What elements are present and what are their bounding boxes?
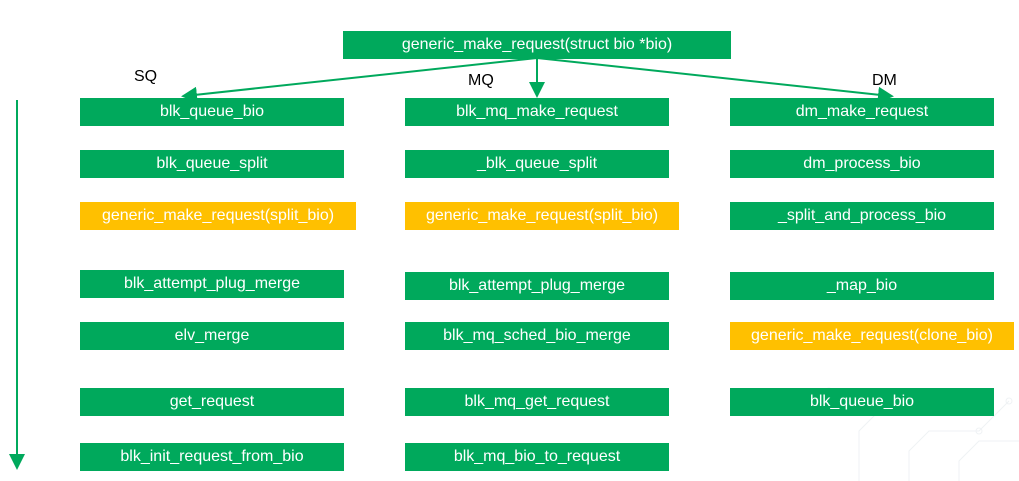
sq-step-1: blk_queue_bio [80, 98, 344, 126]
dm-step-4: _map_bio [730, 272, 994, 300]
dm-step-5: generic_make_request(clone_bio) [730, 322, 1014, 350]
mq-step-5: blk_mq_sched_bio_merge [405, 322, 669, 350]
mq-step-2: _blk_queue_split [405, 150, 669, 178]
sq-step-2: blk_queue_split [80, 150, 344, 178]
dm-step-3: _split_and_process_bio [730, 202, 994, 230]
label-sq: SQ [134, 68, 158, 85]
dm-step-1: dm_make_request [730, 98, 994, 126]
mq-step-1: blk_mq_make_request [405, 98, 669, 126]
mq-step-6: blk_mq_get_request [405, 388, 669, 416]
label-dm: DM [872, 72, 897, 89]
root-function-box: generic_make_request(struct bio *bio) [343, 31, 731, 59]
mq-step-7: blk_mq_bio_to_request [405, 443, 669, 471]
sq-step-4: blk_attempt_plug_merge [80, 270, 344, 298]
mq-step-3: generic_make_request(split_bio) [405, 202, 679, 230]
sq-step-5: elv_merge [80, 322, 344, 350]
mq-step-4: blk_attempt_plug_merge [405, 272, 669, 300]
arrow-to-sq [181, 57, 538, 103]
arrow-to-dm [536, 57, 894, 103]
dm-step-6: blk_queue_bio [730, 388, 994, 416]
label-mq: MQ [468, 72, 494, 89]
dm-step-2: dm_process_bio [730, 150, 994, 178]
sq-step-7: blk_init_request_from_bio [80, 443, 344, 471]
sq-step-3: generic_make_request(split_bio) [80, 202, 356, 230]
sq-step-6: get_request [80, 388, 344, 416]
